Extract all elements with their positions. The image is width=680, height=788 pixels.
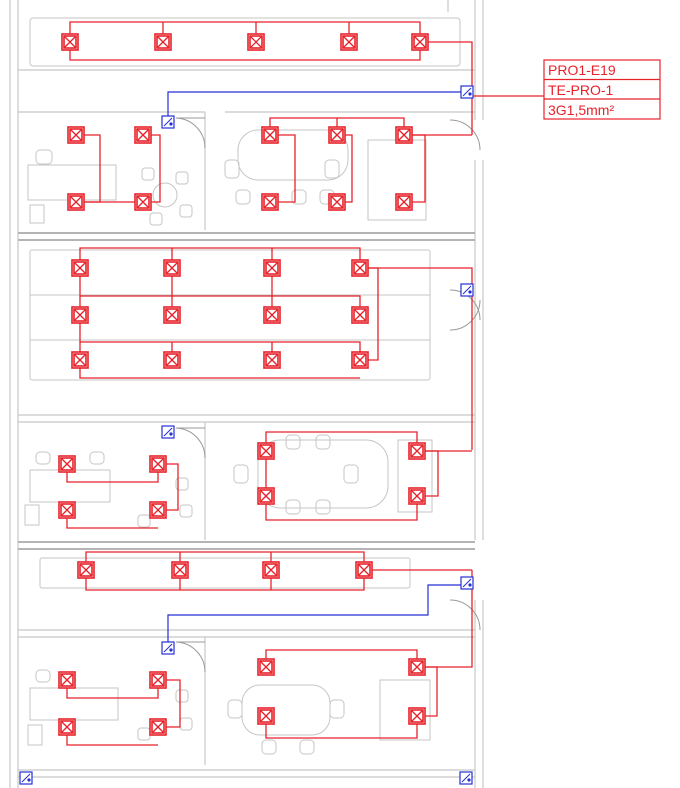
square-cross-luminaire-icon bbox=[67, 126, 85, 144]
circuit-id-text: PRO1-E19 bbox=[548, 62, 616, 78]
square-cross-luminaire-icon bbox=[261, 126, 279, 144]
square-cross-luminaire-icon bbox=[154, 33, 172, 51]
panel-id-text: TE-PRO-1 bbox=[548, 82, 614, 98]
switch-box-icon bbox=[460, 283, 474, 297]
square-cross-luminaire-icon bbox=[328, 126, 346, 144]
square-cross-luminaire-icon bbox=[408, 707, 426, 725]
circuit-label: PRO1-E19 TE-PRO-1 3G1,5mm² bbox=[543, 59, 661, 120]
square-cross-luminaire-icon bbox=[71, 306, 89, 324]
square-cross-luminaire-icon bbox=[163, 259, 181, 277]
square-cross-luminaire-icon bbox=[163, 351, 181, 369]
square-cross-luminaire-icon bbox=[149, 455, 167, 473]
square-cross-luminaire-icon bbox=[257, 707, 275, 725]
switch-box-icon bbox=[161, 641, 175, 655]
switch-wiring bbox=[167, 91, 462, 648]
square-cross-luminaire-icon bbox=[61, 33, 79, 51]
square-cross-luminaire-icon bbox=[71, 259, 89, 277]
square-cross-luminaire-icon bbox=[257, 658, 275, 676]
square-cross-luminaire-icon bbox=[67, 193, 85, 211]
furniture bbox=[24, 17, 461, 755]
square-cross-luminaire-icon bbox=[134, 193, 152, 211]
square-cross-luminaire-icon bbox=[408, 442, 426, 460]
switches bbox=[19, 85, 474, 785]
square-cross-luminaire-icon bbox=[58, 501, 76, 519]
square-cross-luminaire-icon bbox=[408, 487, 426, 505]
square-cross-luminaire-icon bbox=[171, 561, 189, 579]
square-cross-luminaire-icon bbox=[257, 442, 275, 460]
walls bbox=[9, 0, 484, 788]
cable-spec-text: 3G1,5mm² bbox=[548, 102, 614, 118]
square-cross-luminaire-icon bbox=[149, 501, 167, 519]
switch-box-icon bbox=[161, 115, 175, 129]
switch-box-icon bbox=[460, 85, 474, 99]
square-cross-luminaire-icon bbox=[134, 126, 152, 144]
switch-box-icon bbox=[459, 771, 473, 785]
square-cross-luminaire-icon bbox=[262, 561, 280, 579]
square-cross-luminaire-icon bbox=[247, 33, 265, 51]
square-cross-luminaire-icon bbox=[411, 33, 429, 51]
square-cross-luminaire-icon bbox=[71, 351, 89, 369]
square-cross-luminaire-icon bbox=[58, 718, 76, 736]
circuit-label-box bbox=[543, 59, 661, 120]
square-cross-luminaire-icon bbox=[351, 351, 369, 369]
square-cross-luminaire-icon bbox=[149, 718, 167, 736]
switch-box-icon bbox=[19, 771, 33, 785]
square-cross-luminaire-icon bbox=[263, 306, 281, 324]
square-cross-luminaire-icon bbox=[163, 306, 181, 324]
square-cross-luminaire-icon bbox=[328, 193, 346, 211]
square-cross-luminaire-icon bbox=[149, 671, 167, 689]
square-cross-luminaire-icon bbox=[395, 126, 413, 144]
square-cross-luminaire-icon bbox=[263, 259, 281, 277]
square-cross-luminaire-icon bbox=[351, 259, 369, 277]
square-cross-luminaire-icon bbox=[408, 658, 426, 676]
square-cross-luminaire-icon bbox=[340, 33, 358, 51]
square-cross-luminaire-icon bbox=[77, 561, 95, 579]
square-cross-luminaire-icon bbox=[351, 306, 369, 324]
square-cross-luminaire-icon bbox=[261, 193, 279, 211]
luminaires bbox=[58, 33, 429, 736]
square-cross-luminaire-icon bbox=[263, 351, 281, 369]
square-cross-luminaire-icon bbox=[355, 561, 373, 579]
square-cross-luminaire-icon bbox=[395, 193, 413, 211]
switch-box-icon bbox=[460, 576, 474, 590]
square-cross-luminaire-icon bbox=[58, 455, 76, 473]
square-cross-luminaire-icon bbox=[58, 671, 76, 689]
square-cross-luminaire-icon bbox=[257, 487, 275, 505]
doors bbox=[175, 117, 481, 673]
switch-box-icon bbox=[161, 425, 175, 439]
